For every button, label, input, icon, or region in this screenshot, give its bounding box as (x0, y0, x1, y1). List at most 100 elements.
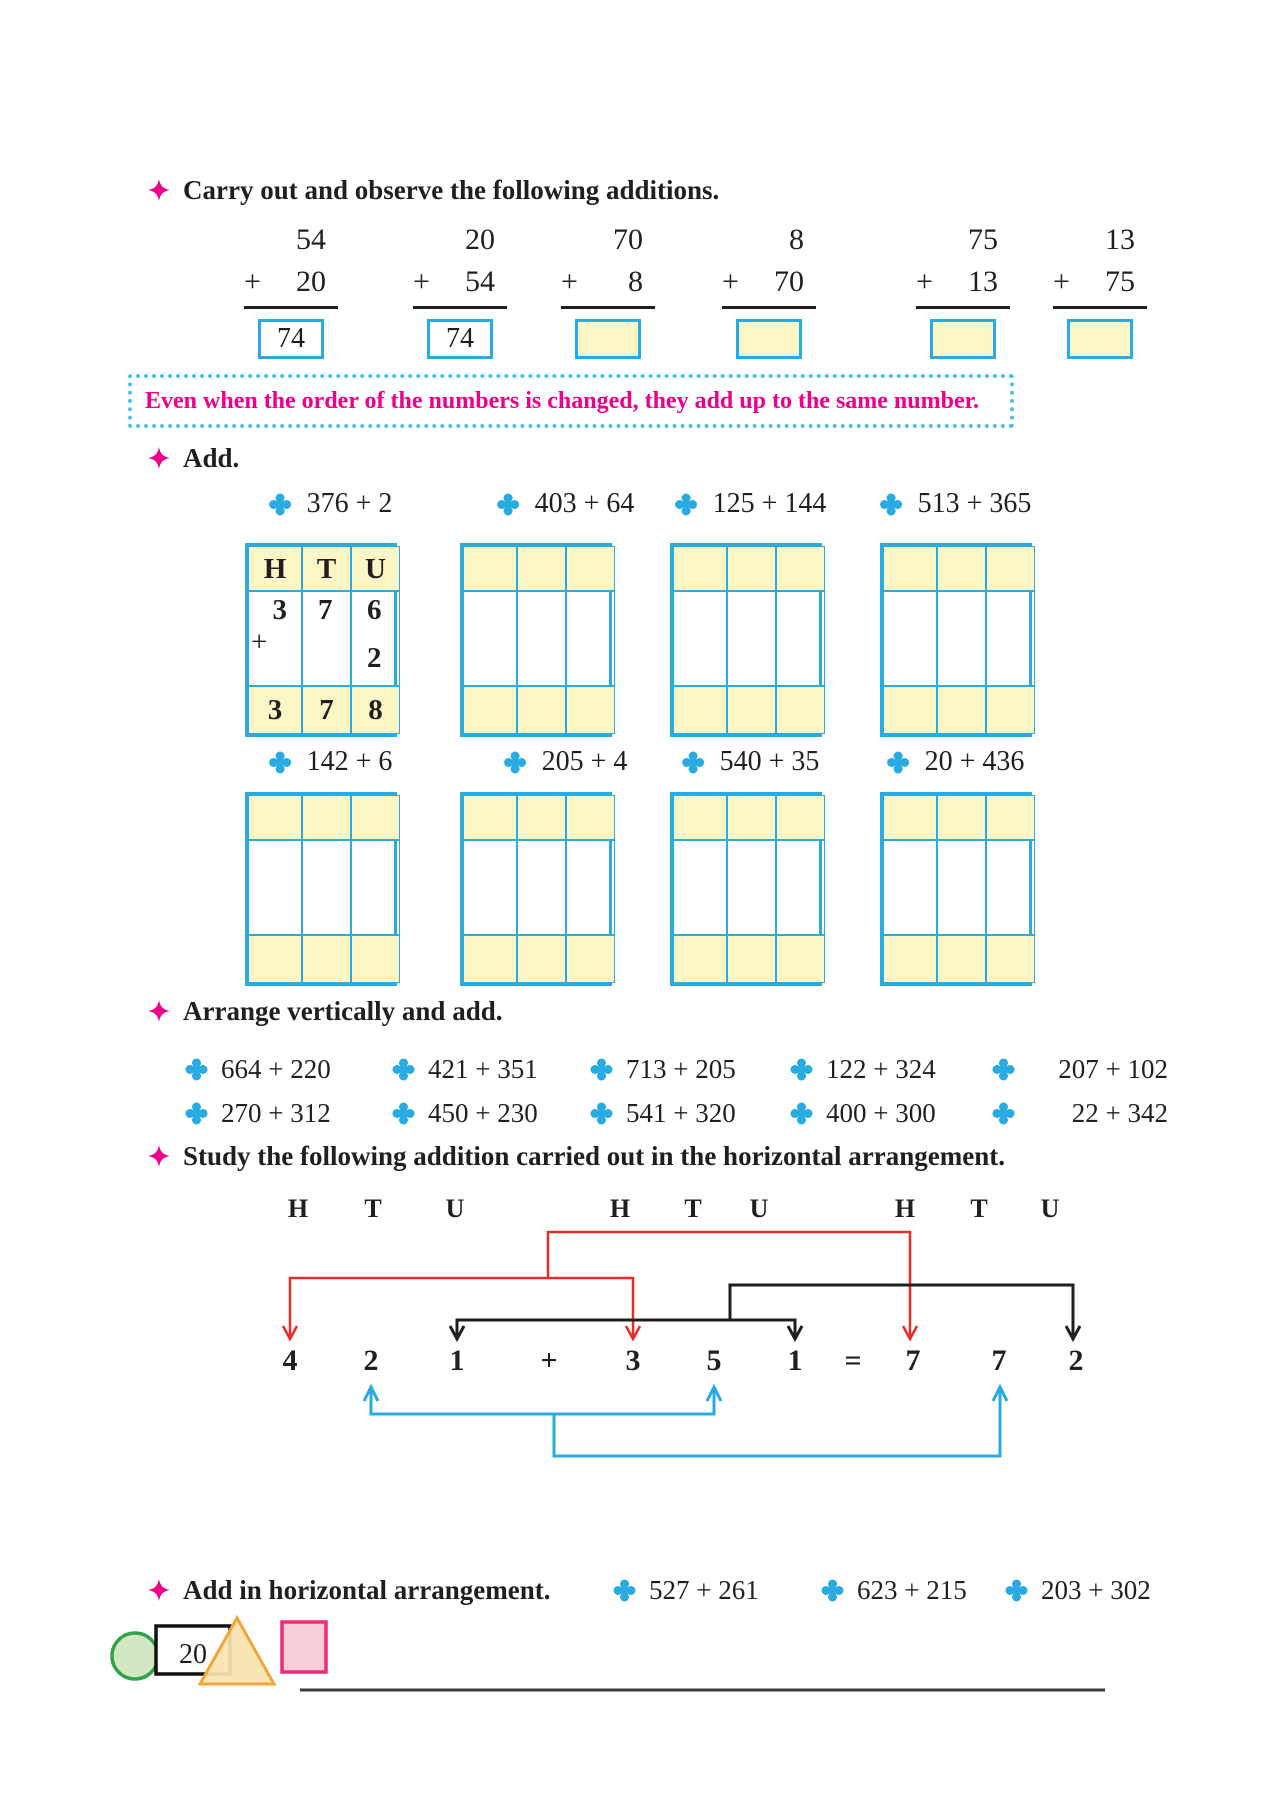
htu-header-h: H (248, 546, 302, 591)
diamond-bullet-icon (148, 1000, 170, 1022)
addend-bottom: 20 (296, 265, 326, 298)
equals-sign: = (844, 1344, 862, 1377)
problem-label-text: 403 + 64 (534, 488, 635, 519)
plus-sign: + (722, 265, 739, 298)
horizontal-problem-text: 623 + 215 (857, 1575, 967, 1605)
answer-box-empty (575, 319, 641, 359)
arrange-problem: 713 + 205 (589, 1052, 736, 1086)
problem-label: 205 + 4 (503, 745, 627, 779)
clover-bullet-icon (399, 1064, 408, 1074)
clover-bullet-icon (620, 1585, 629, 1595)
htu-table-empty (880, 792, 1035, 986)
plus-sign: + (561, 265, 578, 298)
study-digit: 5 (706, 1344, 722, 1377)
arrange-problem-text: 421 + 351 (428, 1054, 538, 1084)
clover-bullet-icon (797, 1064, 806, 1074)
sum-rule (722, 306, 816, 309)
clover-bullet-icon (797, 1108, 806, 1118)
arrange-problem-text: 450 + 230 (428, 1098, 538, 1128)
problem-label-text: 513 + 365 (917, 488, 1032, 519)
problem-label: 540 + 35 (681, 745, 819, 779)
htu-header-t: T (302, 546, 351, 591)
htu-cell-hundreds: 3 + (248, 591, 302, 686)
plus-sign: + (916, 265, 933, 298)
problem-label-text: 125 + 144 (712, 488, 827, 519)
orange-triangle-icon (197, 1614, 277, 1686)
arrange-heading: Arrange vertically and add. (148, 993, 502, 1029)
black-units-arrows (448, 1283, 1082, 1343)
arrange-problem: 270 + 312 (184, 1096, 331, 1130)
arrange-problem-text: 22 + 342 (1071, 1098, 1168, 1128)
clover-bullet-icon (893, 757, 903, 767)
add-heading: Add. (148, 440, 239, 476)
horizontal-problem-text: 527 + 261 (649, 1575, 759, 1605)
green-circle-icon (110, 1631, 160, 1681)
answer-box: 74 (427, 319, 493, 359)
sum-rule (916, 306, 1010, 309)
arrange-heading-text: Arrange vertically and add. (183, 996, 503, 1026)
study-digit: 2 (363, 1344, 379, 1377)
horizontal-problem: 203 + 302 (1004, 1572, 1151, 1608)
plus-sign: + (413, 265, 430, 298)
clover-bullet-icon (886, 499, 896, 509)
plus-sign: + (1053, 265, 1070, 298)
clover-bullet-icon (828, 1585, 837, 1595)
problem-label-text: 376 + 2 (306, 488, 393, 519)
study-digit: 2 (1068, 1344, 1084, 1377)
vertical-problem: 75 +13 (916, 222, 1010, 359)
clover-bullet-icon (597, 1064, 606, 1074)
vertical-problem: 8 +70 (722, 222, 816, 359)
arrange-problem-text: 122 + 324 (826, 1054, 936, 1084)
digit: 2 (367, 642, 382, 674)
arrange-problem: 122 + 324 (789, 1052, 936, 1086)
note-box: Even when the order of the numbers is ch… (128, 374, 1014, 428)
blue-tens-arrows (362, 1383, 1009, 1458)
answer-box-empty (736, 319, 802, 359)
arrange-problem-text: 713 + 205 (626, 1054, 736, 1084)
plus-sign: + (540, 1344, 558, 1377)
htu-label: T (364, 1194, 382, 1223)
htu-label: T (970, 1194, 988, 1223)
htu-cell-tens: 7 (302, 591, 351, 686)
htu-table-empty (670, 792, 825, 986)
htu-label: U (445, 1194, 465, 1223)
htu-table-empty (460, 543, 615, 737)
clover-bullet-icon (681, 499, 691, 509)
section1-heading-text: Carry out and observe the following addi… (183, 175, 720, 205)
clover-bullet-icon (275, 757, 285, 767)
note-text: Even when the order of the numbers is ch… (145, 387, 980, 414)
addend-bottom: 8 (628, 265, 643, 298)
problem-label: 125 + 144 (674, 487, 827, 521)
study-digit: 7 (905, 1344, 921, 1377)
clover-bullet-icon (1012, 1585, 1021, 1595)
digit: 3 (272, 594, 288, 626)
htu-table-empty (880, 543, 1035, 737)
section1-heading: Carry out and observe the following addi… (148, 172, 719, 208)
sum-rule (244, 306, 338, 309)
vertical-problem: 13 +75 (1053, 222, 1147, 359)
sum-rule (1053, 306, 1147, 309)
study-digit: 1 (787, 1344, 803, 1377)
footer-decoration: 20 (110, 1614, 1105, 1692)
page-number: 20 (179, 1639, 207, 1670)
horizontal-problem: 527 + 261 (612, 1572, 759, 1608)
sum-rule (561, 306, 655, 309)
htu-table-empty (245, 792, 400, 986)
diamond-bullet-icon (148, 1579, 170, 1601)
problem-label-text: 142 + 6 (306, 746, 393, 777)
htu-label: U (1040, 1194, 1060, 1223)
arrange-problem: 400 + 300 (789, 1096, 936, 1130)
digit: 7 (318, 594, 333, 626)
clover-bullet-icon (399, 1108, 408, 1118)
htu-label: H (609, 1194, 631, 1223)
horizontal-add-heading: Add in horizontal arrangement. (148, 1572, 551, 1608)
clover-bullet-icon (503, 499, 513, 509)
vertical-problem: 54 +20 74 (244, 222, 338, 359)
horizontal-add-heading-text: Add in horizontal arrangement. (183, 1575, 551, 1605)
arrange-problem: 421 + 351 (391, 1052, 538, 1086)
htu-label: H (287, 1194, 309, 1223)
arrange-problem: 450 + 230 (391, 1096, 538, 1130)
study-heading-text: Study the following addition carried out… (183, 1141, 1005, 1171)
pink-square-icon (280, 1620, 328, 1674)
arrange-problem-text: 664 + 220 (221, 1054, 331, 1084)
